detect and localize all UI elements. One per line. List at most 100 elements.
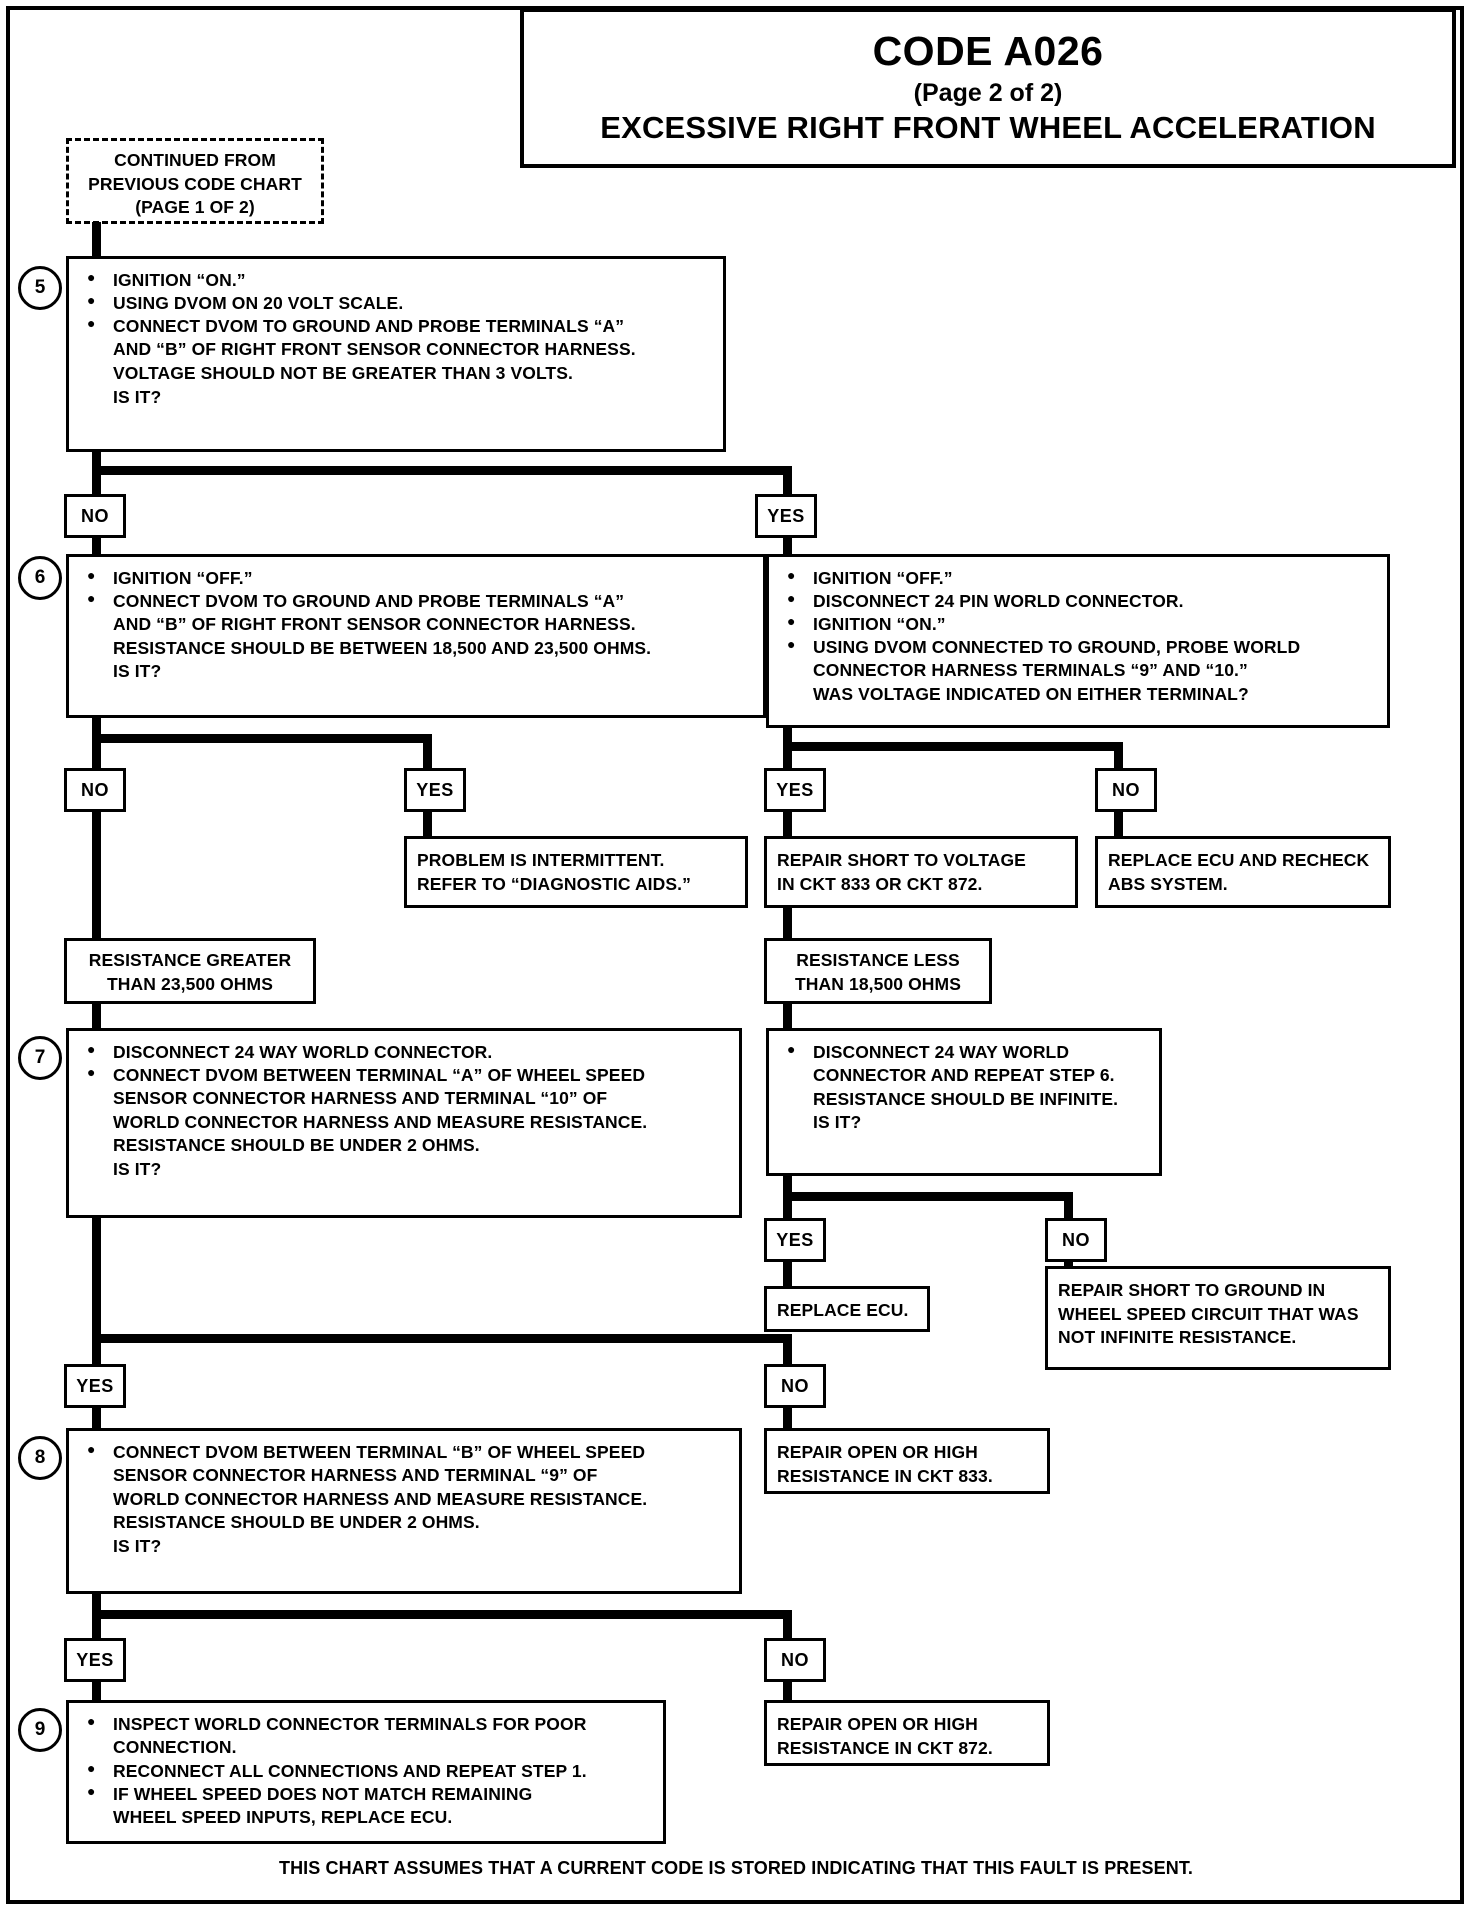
step-8-bullet-1: CONNECT DVOM BETWEEN TERMINAL “B” OF WHE…: [79, 1440, 731, 1464]
connector-step6r-down: [783, 728, 792, 750]
connector-step6-bus: [92, 734, 432, 743]
connector-step5-yes-drop: [783, 466, 792, 496]
step-5-box: IGNITION “ON.” USING DVOM ON 20 VOLT SCA…: [66, 256, 726, 452]
step-6-cont-1: AND “B” OF RIGHT FRONT SENSOR CONNECTOR …: [113, 614, 636, 635]
connector-yes7-to-step8: [92, 1406, 101, 1430]
result-replace-recheck-line-1: REPLACE ECU AND RECHECK: [1108, 850, 1370, 870]
connector-step7-yes-drop: [92, 1334, 101, 1366]
step-5-cont-3: IS IT?: [113, 386, 162, 407]
continued-from-box: CONTINUED FROM PREVIOUS CODE CHART (PAGE…: [66, 138, 324, 224]
step-6r-cont-2: WAS VOLTAGE INDICATED ON EITHER TERMINAL…: [813, 684, 1249, 704]
connector-yes7r-to-replace-ecu: [783, 1260, 792, 1288]
connector-yes6-to-intermittent: [423, 810, 432, 840]
step-number-7: 7: [18, 1036, 62, 1080]
connector-step7r-no-drop: [1064, 1192, 1073, 1220]
res-greater-box: RESISTANCE GREATER THAN 23,500 OHMS: [64, 938, 316, 1004]
step-6-bullet-2: CONNECT DVOM TO GROUND AND PROBE TERMINA…: [79, 589, 755, 613]
step-6-box: IGNITION “OFF.” CONNECT DVOM TO GROUND A…: [66, 554, 766, 718]
connector-step5-down: [92, 452, 101, 474]
continued-line-3: (PAGE 1 OF 2): [135, 197, 255, 218]
result-short-voltage-line-2: IN CKT 833 OR CKT 872.: [777, 873, 983, 894]
res-less-line-2: THAN 18,500 OHMS: [795, 973, 961, 994]
result-short-ground-line-2: WHEEL SPEED CIRCUIT THAT WAS: [1058, 1303, 1359, 1324]
step-9-bullet-3: IF WHEEL SPEED DOES NOT MATCH REMAINING: [79, 1782, 655, 1806]
connector-step6-yes-drop: [423, 734, 432, 770]
tag-step6-yes: YES: [404, 768, 466, 812]
step-6r-cont-1: CONNECTOR HARNESS TERMINALS “9” AND “10.…: [813, 660, 1248, 681]
step-8-cont-3: RESISTANCE SHOULD BE UNDER 2 OHMS.: [113, 1512, 480, 1533]
result-short-voltage-box: REPAIR SHORT TO VOLTAGE IN CKT 833 OR CK…: [764, 836, 1078, 908]
connector-step6r-yes-drop: [783, 742, 792, 770]
connector-no6r-to-replace: [1114, 810, 1123, 840]
result-replace-ecu-box: REPLACE ECU.: [764, 1286, 930, 1332]
tag-step6-no: NO: [64, 768, 126, 812]
tag-step5-no: NO: [64, 494, 126, 538]
result-open-833-line-2: RESISTANCE IN CKT 833.: [777, 1465, 993, 1486]
res-less-line-1: RESISTANCE LESS: [796, 950, 960, 970]
step-number-6: 6: [18, 556, 62, 600]
result-replace-ecu-text: REPLACE ECU.: [777, 1300, 909, 1320]
step-6-bullet-1: IGNITION “OFF.”: [79, 566, 755, 590]
step-7r-cont-3: IS IT?: [813, 1112, 862, 1133]
step-7-cont-1: SENSOR CONNECTOR HARNESS AND TERMINAL “1…: [113, 1088, 608, 1109]
step-8-cont-4: IS IT?: [113, 1535, 162, 1556]
tag-step7r-yes: YES: [764, 1218, 826, 1262]
tag-step8-no: NO: [764, 1364, 826, 1408]
connector-no5-to-step6: [92, 536, 101, 558]
result-intermittent-line-1: PROBLEM IS INTERMITTENT.: [417, 850, 665, 870]
result-short-ground-line-1: REPAIR SHORT TO GROUND IN: [1058, 1280, 1326, 1300]
connector-step7-no-drop: [783, 1334, 792, 1366]
connector-yes8-to-step9: [92, 1680, 101, 1702]
step-9-bullet-2: RECONNECT ALL CONNECTIONS AND REPEAT STE…: [79, 1759, 655, 1783]
connector-step7-bus: [92, 1334, 792, 1343]
connector-resgreater-to-step7: [92, 1002, 101, 1030]
step-7-cont-2: WORLD CONNECTOR HARNESS AND MEASURE RESI…: [113, 1111, 648, 1132]
tag-step6r-no: NO: [1095, 768, 1157, 812]
result-short-ground-line-3: NOT INFINITE RESISTANCE.: [1058, 1327, 1297, 1348]
result-short-voltage-line-1: REPAIR SHORT TO VOLTAGE: [777, 850, 1026, 870]
result-replace-recheck-line-2: ABS SYSTEM.: [1108, 873, 1228, 894]
result-open-872-line-2: RESISTANCE IN CKT 872.: [777, 1737, 993, 1758]
step-number-9: 9: [18, 1708, 62, 1752]
step-9-box: INSPECT WORLD CONNECTOR TERMINALS FOR PO…: [66, 1700, 666, 1844]
step-9-cont-2: WHEEL SPEED INPUTS, REPLACE ECU.: [113, 1806, 453, 1827]
step-7r-bullet-1: DISCONNECT 24 WAY WORLD: [779, 1040, 1151, 1064]
step-6-cont-3: IS IT?: [113, 661, 162, 682]
connector-to-res-less: [783, 908, 792, 938]
step-6-cont-2: RESISTANCE SHOULD BE BETWEEN 18,500 AND …: [113, 637, 652, 658]
step-5-cont-1: AND “B” OF RIGHT FRONT SENSOR CONNECTOR …: [113, 339, 636, 360]
connector-step8-no-drop: [783, 1610, 792, 1640]
step-5-bullet-1: IGNITION “ON.”: [79, 268, 715, 292]
result-intermittent-line-2: REFER TO “DIAGNOSTIC AIDS.”: [417, 873, 691, 894]
tag-step7-yes: YES: [64, 1364, 126, 1408]
connector-step6-no-drop: [92, 734, 101, 770]
step-6r-bullet-2: DISCONNECT 24 PIN WORLD CONNECTOR.: [779, 589, 1379, 613]
page-subtitle: EXCESSIVE RIGHT FRONT WHEEL ACCELERATION: [600, 110, 1376, 146]
connector-step6r-no-drop: [1114, 742, 1123, 770]
result-open-833-line-1: REPAIR OPEN OR HIGH: [777, 1442, 978, 1462]
connector-yes5-to-step6r: [783, 536, 792, 558]
connector-no-to-open833: [783, 1406, 792, 1430]
step-7r-cont-1: CONNECTOR AND REPEAT STEP 6.: [813, 1065, 1115, 1086]
res-greater-line-2: THAN 23,500 OHMS: [107, 973, 273, 994]
connector-step8-down: [92, 1594, 101, 1618]
continued-line-2: PREVIOUS CODE CHART: [88, 173, 302, 194]
tag-step7r-no: NO: [1045, 1218, 1107, 1262]
result-open-833-box: REPAIR OPEN OR HIGH RESISTANCE IN CKT 83…: [764, 1428, 1050, 1494]
tag-step9-no: NO: [764, 1638, 826, 1682]
connector-step7-down: [92, 1218, 101, 1342]
result-replace-ecu-recheck-box: REPLACE ECU AND RECHECK ABS SYSTEM.: [1095, 836, 1391, 908]
step-5-bullet-2: USING DVOM ON 20 VOLT SCALE.: [79, 291, 715, 315]
connector-step6r-bus: [783, 742, 1123, 751]
step-7-right-box: DISCONNECT 24 WAY WORLD CONNECTOR AND RE…: [766, 1028, 1162, 1176]
connector-entry-to-step5: [92, 222, 101, 256]
step-6r-bullet-4: USING DVOM CONNECTED TO GROUND, PROBE WO…: [779, 635, 1379, 659]
res-less-box: RESISTANCE LESS THAN 18,500 OHMS: [764, 938, 992, 1004]
step-5-bullet-3: CONNECT DVOM TO GROUND AND PROBE TERMINA…: [79, 314, 715, 338]
connector-step7r-bus: [783, 1192, 1073, 1201]
connector-step5-no-drop: [92, 466, 101, 496]
step-7-cont-4: IS IT?: [113, 1159, 162, 1180]
step-6-right-box: IGNITION “OFF.” DISCONNECT 24 PIN WORLD …: [766, 554, 1390, 728]
step-6r-bullet-1: IGNITION “OFF.”: [779, 566, 1379, 590]
